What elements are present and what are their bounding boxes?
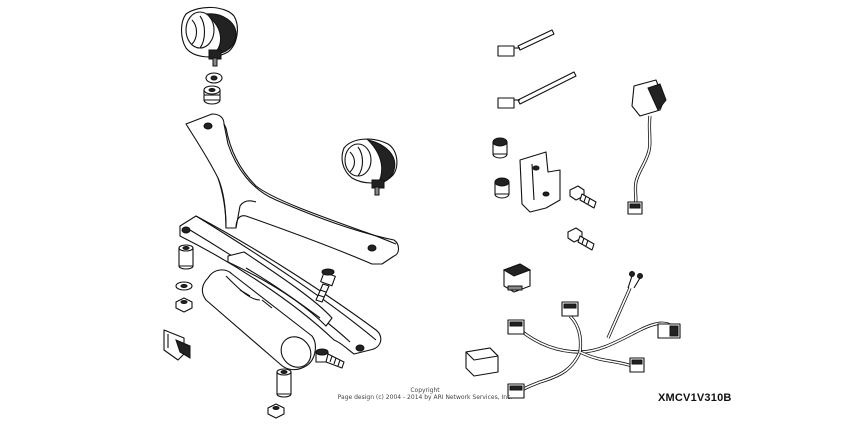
copyright-notice: Copyright Page design (c) 2004 - 2014 by… <box>330 387 520 401</box>
collar-2[interactable] <box>276 368 292 398</box>
cable-tie-1[interactable] <box>497 29 555 57</box>
bolt-1[interactable] <box>315 268 336 303</box>
part-code-label: XMCV1V310B <box>658 392 732 404</box>
bar-bracket-lower[interactable] <box>227 251 333 327</box>
flange-bolt-1[interactable] <box>569 185 597 209</box>
stay-bracket[interactable] <box>519 151 561 213</box>
copyright-line-1: Copyright <box>410 387 440 394</box>
nut-2[interactable] <box>267 403 285 419</box>
copyright-line-2: Page design (c) 2004 - 2014 by ARI Netwo… <box>337 394 513 401</box>
nut[interactable] <box>175 297 193 313</box>
fuse-holder[interactable] <box>465 347 499 377</box>
washer[interactable] <box>205 72 223 84</box>
cable-tie-2[interactable] <box>497 71 577 109</box>
switch-harness[interactable] <box>627 79 667 215</box>
clip-bracket[interactable] <box>163 329 191 361</box>
flange-bolt-2[interactable] <box>567 227 595 251</box>
bolt-2[interactable] <box>315 348 345 369</box>
bar-cover[interactable] <box>201 269 317 373</box>
rubber-bushing[interactable] <box>203 85 221 105</box>
relay[interactable] <box>502 263 532 293</box>
fog-light-right[interactable] <box>341 138 398 196</box>
main-harness[interactable] <box>507 271 681 399</box>
spacer-1[interactable] <box>492 137 508 159</box>
light-bar-bracket[interactable] <box>185 113 400 265</box>
collar-1[interactable] <box>178 244 194 270</box>
fog-light-left[interactable] <box>180 6 238 67</box>
spacer-2[interactable] <box>494 177 510 199</box>
washer-2[interactable] <box>175 281 193 291</box>
